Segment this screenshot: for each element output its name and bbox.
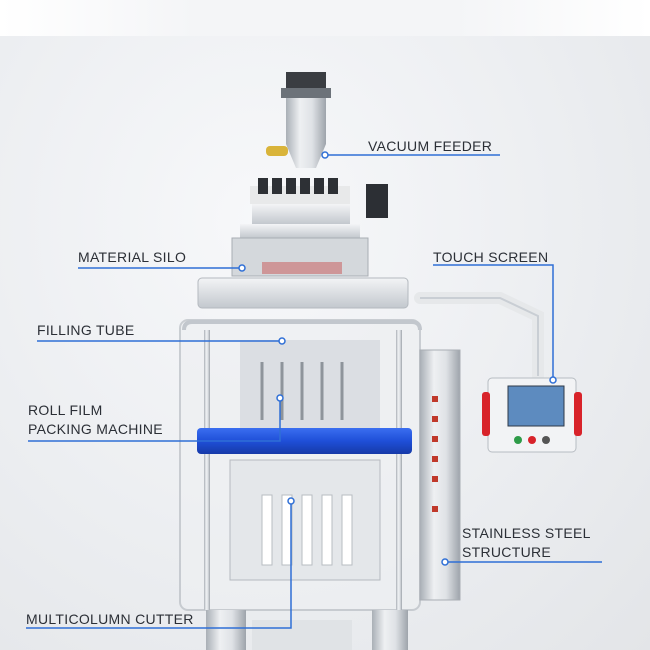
callout-line-touch-screen: [433, 264, 554, 380]
label-vacuum-feeder: VACUUM FEEDER: [368, 138, 493, 154]
label-stainless-line1: STAINLESS STEEL: [462, 525, 591, 541]
callout-dot-cutter: [287, 497, 295, 505]
label-filling-tube: FILLING TUBE: [37, 322, 135, 338]
base-leg-right: [372, 610, 408, 650]
callout-dot-touch-screen: [549, 376, 557, 384]
base-leg-left: [206, 610, 246, 650]
label-roll-film-line2: PACKING MACHINE: [28, 421, 163, 437]
main-body: [179, 319, 422, 611]
callout-dot-material-silo: [238, 264, 246, 272]
dosing-head: [231, 178, 388, 277]
side-control-panel: [419, 349, 461, 601]
blue-guard-band: [197, 428, 412, 454]
label-roll-film-line1: ROLL FILM: [28, 402, 103, 418]
callout-line-cutter: [26, 501, 292, 629]
callout-dot-vacuum-feeder: [321, 151, 329, 159]
label-material-silo: MATERIAL SILO: [78, 249, 187, 265]
cutter-outlet: [252, 620, 352, 650]
callout-dot-roll-film: [276, 394, 284, 402]
callout-line-roll-film: [28, 398, 281, 442]
touch-screen-arm: [414, 292, 544, 382]
top-strip: [0, 0, 650, 36]
touch-screen-unit: [482, 377, 582, 453]
vacuum-feeder: [266, 72, 331, 168]
callout-dot-filling-tube: [278, 337, 286, 345]
callout-dot-stainless: [441, 558, 449, 566]
label-multicolumn-cutter: MULTICOLUMN CUTTER: [26, 611, 194, 627]
label-touch-screen: TOUCH SCREEN: [433, 249, 549, 265]
cabinet-top: [197, 277, 409, 309]
label-stainless-line2: STRUCTURE: [462, 544, 552, 560]
